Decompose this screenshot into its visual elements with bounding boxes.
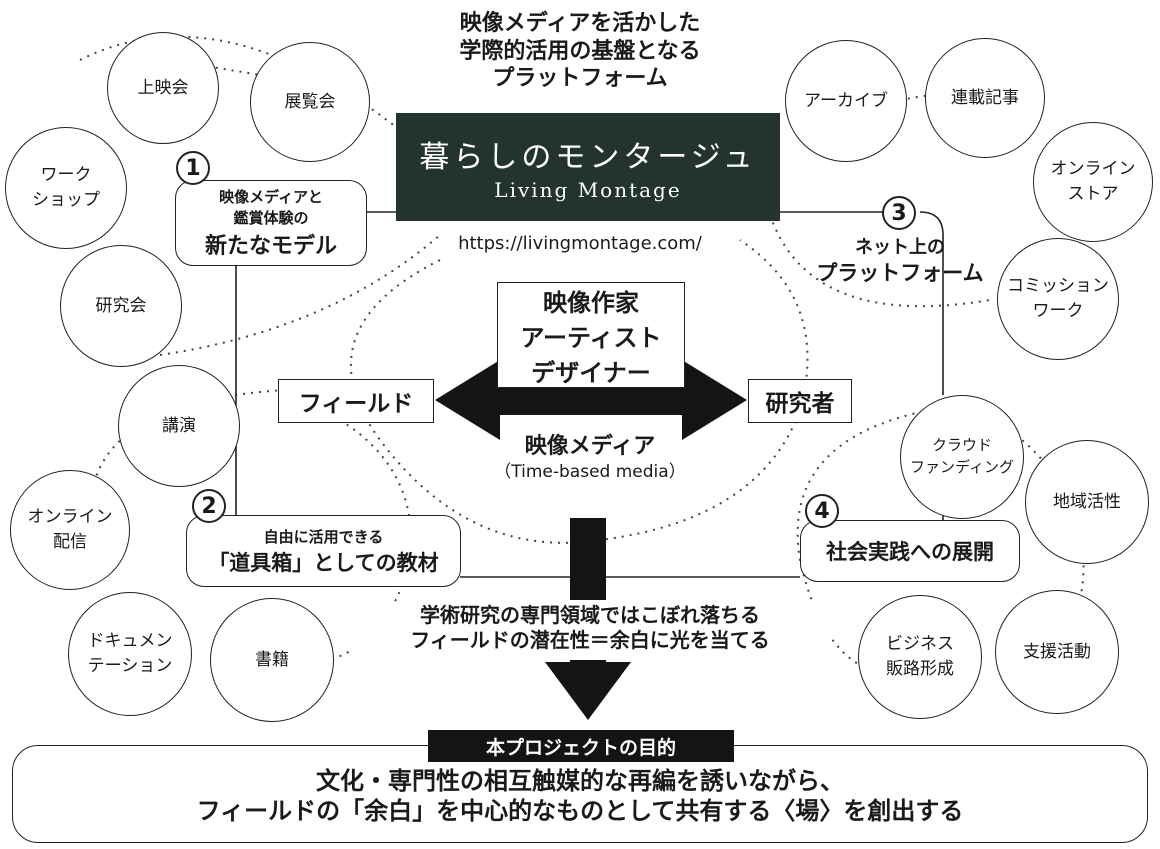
circle-exhibition: 展覧会 [250,42,370,162]
down-arrow-upper [570,660,606,668]
purpose-line1: 文化・専門性の相互触媒的な再編を誘いながら、 [316,767,844,795]
gap-text: 学術研究の専門領域ではこぼれ落ちる フィールドの潜在性＝余白に光を当てる [350,603,830,653]
circle-archive: アーカイブ [785,40,907,162]
circle-lecture: 講演 [118,365,240,487]
creators-line-1: 映像作家 [543,288,639,317]
circle-online-store: オンライン ストア [1033,122,1153,242]
field-label: フィールド [298,391,414,417]
pillar-2-number: 2 [192,489,226,523]
pillar-1-box: 映像メディアと 鑑賞体験の 新たなモデル [175,180,367,266]
circle-business-channel: ビジネス 販路形成 [858,595,982,719]
media-label: 映像メディア [524,434,656,459]
pillar-4-line1: 社会実践への展開 [826,540,994,564]
connector-pillar3 [919,211,944,395]
circle-serial-articles: 連載記事 [925,38,1045,158]
header-title: 映像メディアを活かした 学際的活用の基盤となる プラットフォーム [380,10,780,93]
pillar-4-number: 4 [805,494,839,528]
purpose-text: 文化・専門性の相互触媒的な再編を誘いながら、 フィールドの「余白」を中心的なもの… [20,766,1140,826]
media-en-label: （Time-based media） [494,462,686,482]
header-line-3: プラットフォーム [492,66,668,91]
pillar-2-line2: 「道具箱」としての教材 [208,550,439,575]
pillar-1-line1: 映像メディアと [219,188,323,206]
purpose-label: 本プロジェクトの目的 [428,730,734,762]
brand-url[interactable]: https://livingmontage.com/ [458,233,702,254]
circle-workshop: ワーク ショップ [5,127,127,249]
circle-regional-revitalization: 地域活性 [1025,440,1149,564]
dotted-arc-right [769,214,991,308]
pillar-1-line2: 鑑賞体験の [233,209,309,227]
pillar-3-line2: プラットフォーム [816,260,984,285]
circle-crowdfunding: クラウド ファンディング [900,395,1024,519]
gap-text-line1: 学術研究の専門領域ではこぼれ落ちる [420,603,760,627]
pillar-3-line1: ネット上の [855,237,945,258]
pillar-4-box: 社会実践への展開 [800,520,1020,582]
double-arrow [435,360,747,440]
dotted-arc-left-lower [159,234,441,356]
creators-box: 映像作家 アーティスト デザイナー [497,282,685,388]
circle-books: 書籍 [210,598,334,722]
dotted-arc-bottom-left2 [329,419,413,661]
pillar-2-box: 自由に活用できる 「道具箱」としての教材 [186,515,461,587]
pillar-1-number: 1 [176,151,210,185]
researcher-label: 研究者 [765,391,835,417]
pillar-2-line1: 自由に活用できる [263,527,384,546]
circle-study-group: 研究会 [60,245,182,367]
circle-documentation: ドキュメン テーション [68,592,192,716]
header-line-2: 学際的活用の基盤となる [459,38,701,64]
down-arrow-head [545,662,631,720]
pillar-3-number: 3 [882,196,916,230]
circle-support: 支援活動 [995,590,1119,714]
pillar-1-line3: 新たなモデル [204,234,337,259]
circle-screening: 上映会 [107,32,219,144]
header-line-1: 映像メディアを活かした [459,11,701,36]
brand-title-en: Living Montage [494,178,682,202]
pillar-3-label: ネット上の プラットフォーム [790,237,1010,286]
purpose-line2: フィールドの「余白」を中心的なものとして共有する〈場〉を創出する [196,797,964,825]
creators-line-3: デザイナー [531,358,651,387]
circle-online-stream: オンライン 配信 [10,470,130,590]
field-box: フィールド [278,379,434,423]
dotted-arc-bottom-right [796,409,931,671]
researcher-box: 研究者 [748,379,852,423]
gap-text-line2: フィールドの潜在性＝余白に光を当てる [410,628,770,652]
brand-box: 暮らしのモンタージュ Living Montage [396,113,780,221]
circle-commission-work: コミッション ワーク [997,238,1119,360]
brand-title-ja: 暮らしのモンタージュ [419,140,757,175]
creators-line-2: アーティスト [520,323,662,352]
down-arrow-shaft [570,518,606,600]
